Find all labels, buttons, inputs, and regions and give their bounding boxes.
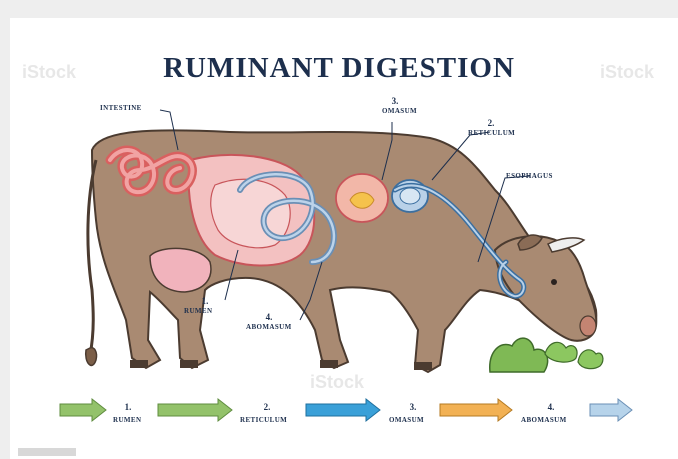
label-esophagus: ESOPHAGUS xyxy=(506,172,553,180)
sequence-label-4: ABOMASUM xyxy=(521,416,567,424)
watermark-bar xyxy=(18,448,76,456)
sequence-number-1: 1. xyxy=(113,402,143,412)
sequence-number-4: 4. xyxy=(536,402,566,412)
label-reticulum: RETICULUM xyxy=(468,129,515,137)
sequence-arrow-4 xyxy=(440,399,512,421)
label-omasum-number: 3. xyxy=(380,96,410,106)
watermark: iStock xyxy=(22,62,76,83)
watermark: iStock xyxy=(310,372,364,393)
sequence-arrow-final xyxy=(590,399,632,421)
label-abomasum: ABOMASUM xyxy=(246,323,292,331)
sequence-number-2: 2. xyxy=(252,402,282,412)
label-omasum: OMASUM xyxy=(382,107,417,115)
label-reticulum-number: 2. xyxy=(476,118,506,128)
cow-body xyxy=(86,130,597,372)
sequence-arrow-3 xyxy=(306,399,380,421)
sequence-arrow-1 xyxy=(60,399,106,421)
omasum-organ xyxy=(336,174,388,222)
watermark: iStock xyxy=(600,62,654,83)
sequence-number-3: 3. xyxy=(398,402,428,412)
sequence-label-2: RETICULUM xyxy=(240,416,287,424)
sequence-arrow-2 xyxy=(158,399,232,421)
sequence-label-1: RUMEN xyxy=(113,416,141,424)
sequence-label-3: OMASUM xyxy=(389,416,424,424)
label-intestine: INTESTINE xyxy=(100,104,142,112)
label-rumen-number: 1. xyxy=(190,296,220,306)
label-abomasum-number: 4. xyxy=(254,312,284,322)
label-rumen: RUMEN xyxy=(184,307,212,315)
rumen-organ xyxy=(189,155,315,266)
grass xyxy=(490,338,603,372)
